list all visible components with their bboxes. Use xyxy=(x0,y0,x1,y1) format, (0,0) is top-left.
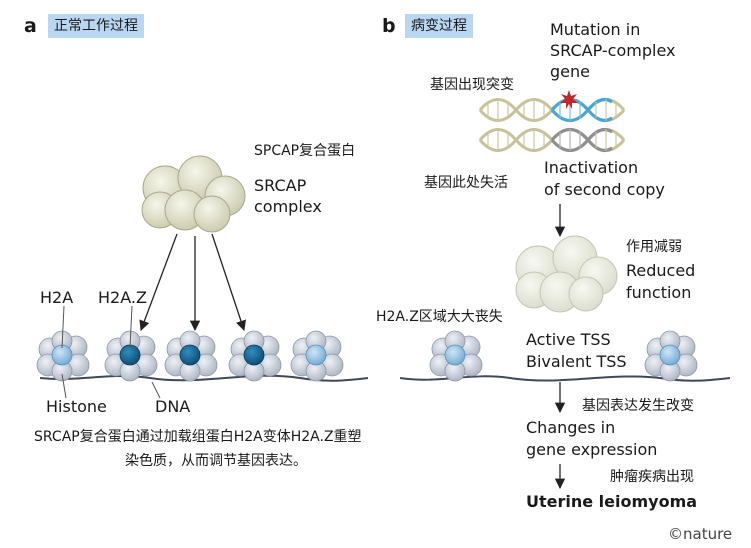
nucleosome-h2a-4 xyxy=(644,330,698,382)
nucleosome-h2az-2 xyxy=(164,330,218,382)
tss-label-2: Bivalent TSS xyxy=(526,352,627,371)
reduced-cn-label: 作用减弱 xyxy=(626,239,682,255)
panel-a-letter: a xyxy=(24,15,37,37)
histone-pointer xyxy=(61,373,67,399)
dna-strand-a xyxy=(39,374,369,382)
panel-b-letter: b xyxy=(382,15,396,37)
mutation-label-1: Mutation in xyxy=(550,20,641,39)
outcome-label: Uterine leiomyoma xyxy=(526,492,698,511)
dna-helix-mutated xyxy=(478,90,626,123)
mutation-cn-label: 基因出现突变 xyxy=(430,77,514,93)
expression-cn-label: 基因表达发生改变 xyxy=(582,398,694,414)
disease-cn-label: 肿瘤疾病出现 xyxy=(610,469,694,485)
srcap-complex-a xyxy=(141,155,246,233)
panel-b-header: 病变过程 xyxy=(405,14,473,38)
mutation-label-2: SRCAP-complex xyxy=(550,41,676,60)
histone-label: Histone xyxy=(46,397,107,416)
expression-label-2: gene expression xyxy=(526,440,658,459)
mutation-star-icon xyxy=(560,90,578,109)
reduced-label-1: Reduced xyxy=(626,261,696,280)
dna-label: DNA xyxy=(155,397,191,416)
complex-en-label-2: complex xyxy=(254,197,322,216)
h2a-pointer xyxy=(61,305,65,349)
arrow-to-nucleosome-1 xyxy=(139,233,178,331)
arrow-to-nucleosome-3 xyxy=(211,233,246,331)
tss-label-1: Active TSS xyxy=(526,330,611,349)
caption-line-2: 染色质，从而调节基因表达。 xyxy=(125,453,307,469)
nucleosome-h2a-1 xyxy=(36,330,90,382)
inactivation-cn-label: 基因此处失活 xyxy=(424,175,508,191)
nature-credit: ©nature xyxy=(668,525,733,543)
inactivation-label-2: of second copy xyxy=(544,180,665,199)
caption-line-1: SRCAP复合蛋白通过加载组蛋白H2A变体H2A.Z重塑 xyxy=(34,429,362,445)
nucleosome-h2az-3 xyxy=(228,330,282,382)
nucleosome-h2az-1 xyxy=(104,330,158,382)
h2a-label: H2A xyxy=(40,288,74,307)
nucleosome-h2a-2 xyxy=(290,330,344,382)
expression-label-1: Changes in xyxy=(526,418,616,437)
inactivation-label-1: Inactivation xyxy=(544,158,639,177)
reduced-label-2: function xyxy=(626,283,692,302)
panel-a-header: 正常工作过程 xyxy=(48,14,144,38)
complex-cn-label: SPCAP复合蛋白 xyxy=(254,143,356,159)
h2az-pointer xyxy=(129,305,133,349)
h2az-label: H2A.Z xyxy=(98,288,147,307)
dna-pointer xyxy=(151,381,161,399)
dna-helix-inactivated xyxy=(478,127,626,153)
nucleosome-h2a-3 xyxy=(429,330,483,382)
h2az-loss-cn-label: H2A.Z区域大大丧失 xyxy=(376,309,503,325)
complex-en-label-1: SRCAP xyxy=(254,176,307,195)
mutation-label-3: gene xyxy=(550,62,590,81)
srcap-complex-b xyxy=(515,235,618,313)
